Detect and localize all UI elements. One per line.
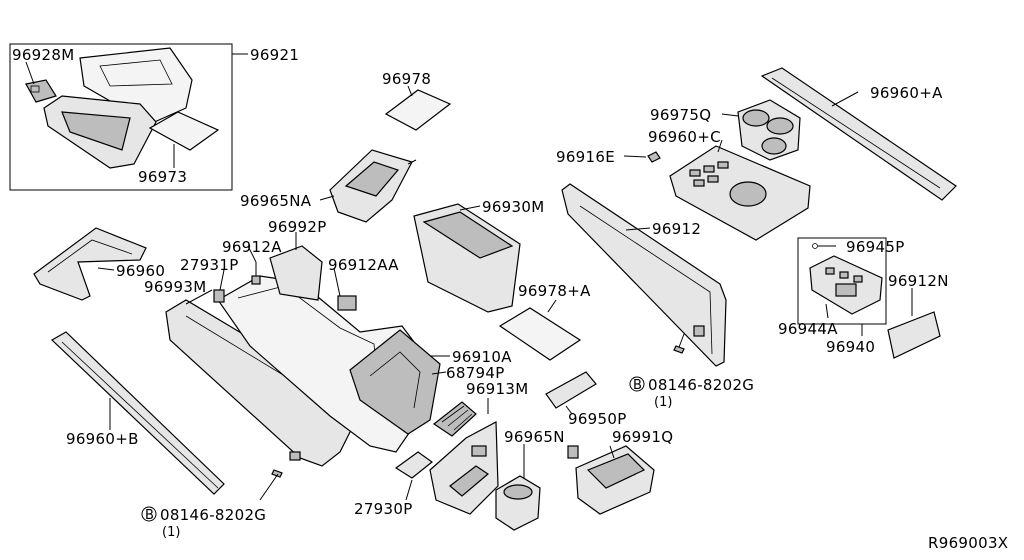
label-96912AA: 96912AA xyxy=(328,256,399,274)
lid-pad xyxy=(148,111,220,151)
bolt-letter-left: B xyxy=(145,508,154,523)
lid-group-box xyxy=(9,43,233,191)
label-96973: 96973 xyxy=(138,168,187,186)
label-96940: 96940 xyxy=(826,338,875,356)
diagram-id: R969003X xyxy=(928,534,1008,552)
label-96960A: 96960+A xyxy=(870,84,943,102)
label-96993M: 96993M xyxy=(144,278,206,296)
bracket-96992P xyxy=(269,245,323,301)
label-96930M: 96930M xyxy=(482,198,544,216)
lid-inner-hinge xyxy=(61,111,131,151)
grille-96913M xyxy=(432,401,477,437)
bolt-symbol-left xyxy=(141,506,157,522)
screw-left xyxy=(271,469,283,478)
bolt-letter-right: B xyxy=(633,378,642,393)
label-96960: 96960 xyxy=(116,262,165,280)
label-27930P: 27930P xyxy=(354,500,413,518)
label-96944A: 96944A xyxy=(778,320,838,338)
clip-27931P xyxy=(213,289,225,303)
label-96913M: 96913M xyxy=(466,380,528,398)
label-96978A: 96978+A xyxy=(518,282,591,300)
switch-part xyxy=(25,79,57,103)
label-96912A: 96912A xyxy=(222,238,282,256)
cup-holder-96965N xyxy=(495,475,541,531)
console-front-panel xyxy=(429,421,499,515)
label-96950P: 96950P xyxy=(568,410,627,428)
console-rear-96910A xyxy=(349,329,441,435)
label-08146-left: 08146-8202G xyxy=(160,506,266,524)
mat-96978A xyxy=(498,307,582,361)
label-96916E: 96916E xyxy=(556,148,615,166)
label-08146-right: 08146-8202G xyxy=(648,376,754,394)
clip-27930P xyxy=(394,451,433,479)
finisher-96960 xyxy=(33,227,147,301)
shifter-group-box xyxy=(797,237,887,325)
label-96945P: 96945P xyxy=(846,238,905,256)
label-96978: 96978 xyxy=(382,70,431,88)
console-lid-top xyxy=(79,47,193,125)
label-96921: 96921 xyxy=(250,46,299,64)
side-panel-96912 xyxy=(561,183,727,367)
lid-top-inset xyxy=(99,59,173,87)
label-96965N: 96965N xyxy=(504,428,565,446)
label-96912N: 96912N xyxy=(888,272,949,290)
qty-08146-left: (1) xyxy=(162,525,180,540)
label-96960C: 96960+C xyxy=(648,128,721,146)
label-96912: 96912 xyxy=(652,220,701,238)
screw-right xyxy=(673,345,685,354)
label-96928M: 96928M xyxy=(12,46,74,64)
bolt-symbol-right xyxy=(629,376,645,392)
mat-96978 xyxy=(384,89,452,131)
qty-08146-right: (1) xyxy=(654,395,672,410)
label-96910A: 96910A xyxy=(452,348,512,366)
clip-96916E xyxy=(647,151,661,163)
label-96975Q: 96975Q xyxy=(650,106,711,124)
finisher-96950P xyxy=(545,371,597,409)
label-96960B: 96960+B xyxy=(66,430,139,448)
label-96965NA: 96965NA xyxy=(240,192,312,210)
label-27931P: 27931P xyxy=(180,256,239,274)
finisher-96912N xyxy=(887,311,941,359)
label-96991Q: 96991Q xyxy=(612,428,673,446)
label-96992P: 96992P xyxy=(268,218,327,236)
label-68794P: 68794P xyxy=(446,364,505,382)
